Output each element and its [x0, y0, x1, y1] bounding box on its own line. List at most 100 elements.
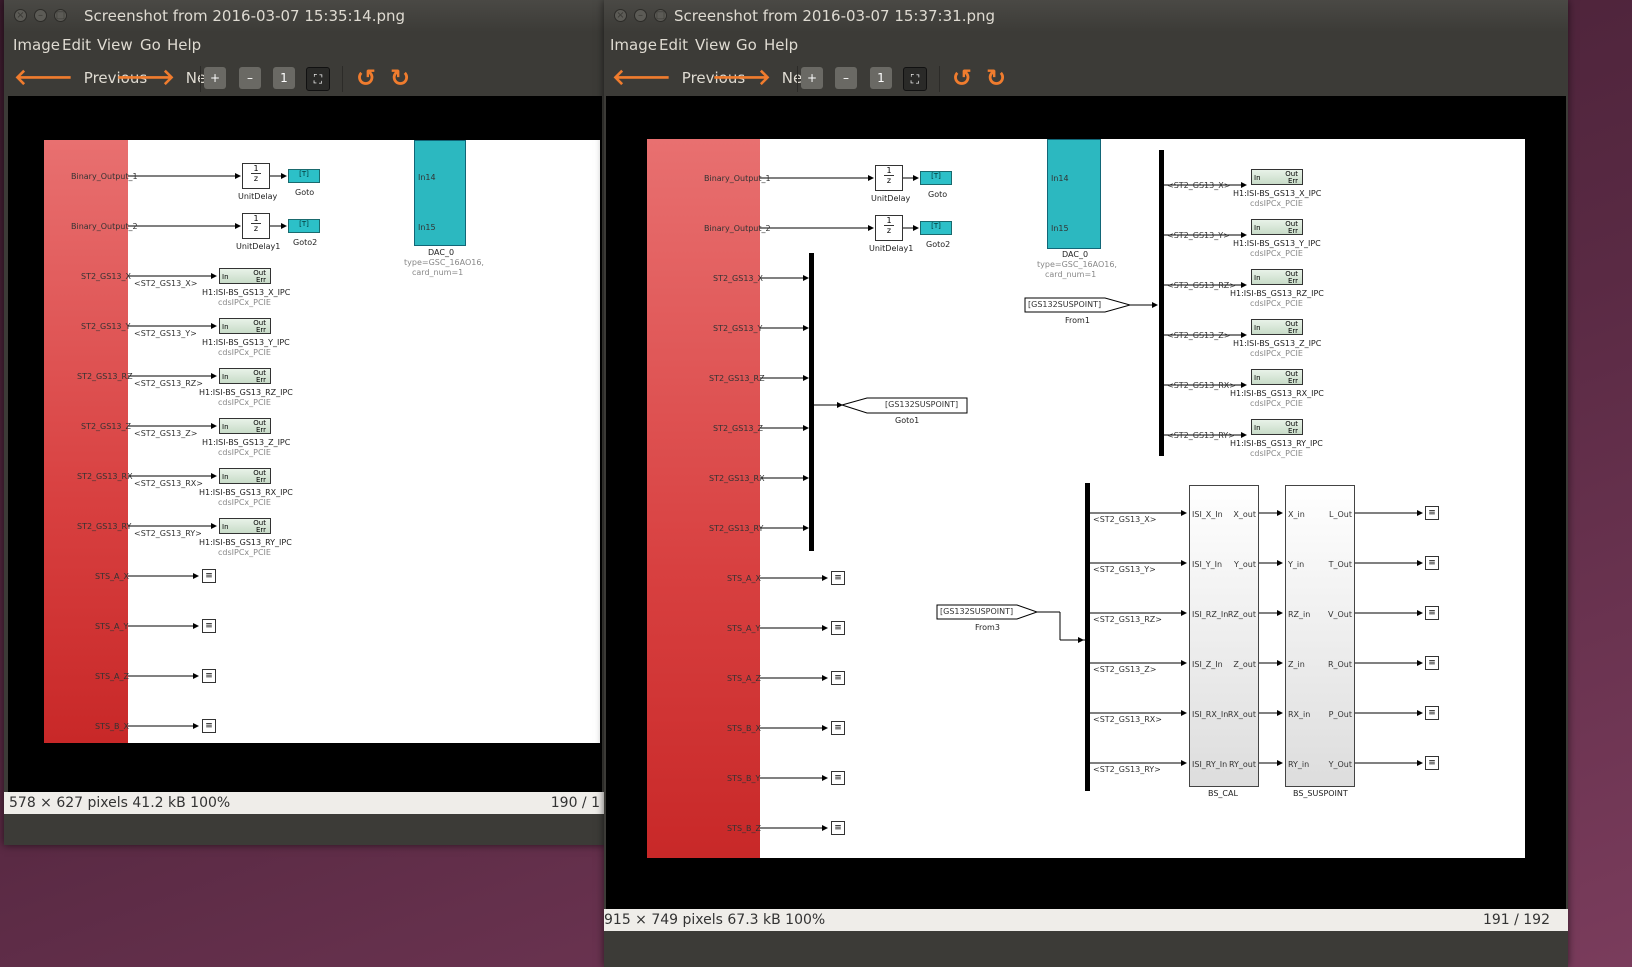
unit-delay-label: UnitDelay [238, 192, 278, 201]
ipc-type: cdsIPCx_PCIE [218, 298, 271, 307]
zoom-out-icon[interactable]: – [835, 67, 857, 89]
menu-go[interactable]: Go [140, 36, 161, 54]
port-label: Y_in [1288, 560, 1305, 569]
ipc-err: Err [255, 476, 266, 484]
unit-delay-block: 1 z [242, 163, 270, 189]
separator [797, 66, 798, 92]
maximize-window-icon[interactable]: □ [654, 9, 667, 22]
menu-view[interactable]: View [695, 36, 731, 54]
bs-suspoint-label: BS_SUSPOINT [1293, 789, 1348, 798]
next-button[interactable]: 🡒 Next [712, 64, 817, 92]
goto-label: Goto2 [293, 238, 318, 247]
ipc-name: H1:ISI-BS_GS13_X_IPC [202, 288, 291, 297]
input-label: ST2_GS13_RY [77, 522, 132, 531]
toolbar: 🡐 Previous 🡒 Next + – 1 ⛶ ↺ ↻ [604, 60, 1568, 96]
arrow-left-icon: 🡐 [612, 65, 671, 91]
input-label: Binary_Output_1 [71, 172, 138, 181]
rotate-right-icon[interactable]: ↻ [986, 64, 1007, 92]
best-fit-icon[interactable]: ⛶ [903, 67, 927, 91]
input-label: ST2_GS13_RX [77, 472, 133, 481]
terminator-block: ≡ [831, 571, 845, 585]
unit-delay-den: z [886, 176, 892, 185]
window-title: Screenshot from 2016-03-07 15:37:31.png [674, 7, 996, 25]
ipc-err: Err [1287, 277, 1298, 285]
best-fit-icon[interactable]: ⛶ [306, 67, 330, 91]
close-window-icon[interactable]: × [614, 9, 627, 22]
zoom-in-icon[interactable]: + [204, 67, 226, 89]
unit-delay-block: 1 z [875, 165, 903, 191]
unit-delay-num: 1 [886, 166, 892, 175]
ipc-type: cdsIPCx_PCIE [1250, 449, 1303, 458]
menu-view[interactable]: View [97, 36, 133, 54]
ipc-name: H1:ISI-BS_GS13_RZ_IPC [199, 388, 293, 397]
dac-port-label: In14 [418, 173, 436, 182]
minimize-window-icon[interactable]: – [634, 9, 647, 22]
input-label: ST2_GS13_X [81, 272, 131, 281]
simulink-diagram: Binary_Output_1 Binary_Output_2 ST2_GS13… [44, 140, 600, 743]
arrow-right-icon: 🡒 [712, 65, 771, 91]
ipc-in: In [222, 323, 229, 331]
input-label: STS_B_Y [727, 774, 761, 783]
previous-button[interactable]: 🡐 Previous [612, 64, 745, 92]
normal-size-icon[interactable]: 1 [870, 67, 892, 89]
zoom-in-icon[interactable]: + [801, 67, 823, 89]
ipc-out: Out [1285, 220, 1298, 228]
image-viewer-window-1: × – □ Screenshot from 2016-03-07 15:35:1… [4, 0, 606, 845]
rotate-left-icon[interactable]: ↺ [952, 64, 973, 92]
signal-label: <ST2_GS13_Z> [1167, 331, 1231, 340]
separator [200, 66, 201, 92]
unit-delay-label: UnitDelay [871, 194, 911, 203]
divider [251, 223, 261, 224]
previous-button[interactable]: 🡐 Previous [14, 64, 147, 92]
terminator-block: ≡ [831, 721, 845, 735]
menu-image[interactable]: Image [13, 36, 60, 54]
menu-edit[interactable]: Edit [62, 36, 92, 54]
goto-block: [T] [288, 169, 320, 183]
close-window-icon[interactable]: × [14, 9, 27, 22]
menu-edit[interactable]: Edit [659, 36, 689, 54]
from3-label: From3 [975, 623, 1000, 632]
unit-delay-den: z [253, 174, 259, 183]
ipc-type: cdsIPCx_PCIE [1250, 249, 1303, 258]
separator [939, 66, 940, 92]
unit-delay-den: z [253, 224, 259, 233]
unit-delay-den: z [886, 226, 892, 235]
terminator-block: ≡ [831, 771, 845, 785]
separator [342, 66, 343, 92]
zoom-out-icon[interactable]: – [239, 67, 261, 89]
menu-help[interactable]: Help [167, 36, 202, 54]
signal-label: <ST2_GS13_RZ> [1167, 281, 1236, 290]
rotate-right-icon[interactable]: ↻ [390, 64, 411, 92]
dac-type: type=GSC_16AO16, [1037, 260, 1117, 269]
minimize-window-icon[interactable]: – [34, 9, 47, 22]
bus-selector [1159, 150, 1164, 456]
menu-bar: Image Edit View Go Help [4, 32, 606, 60]
terminator-block: ≡ [202, 719, 216, 733]
input-ports-block [647, 139, 760, 858]
menu-help[interactable]: Help [764, 36, 799, 54]
input-label: STS_A_X [727, 574, 761, 583]
bus-selector [809, 253, 814, 551]
ipc-name: H1:ISI-BS_GS13_Z_IPC [202, 438, 291, 447]
maximize-window-icon[interactable]: □ [54, 9, 67, 22]
menu-image[interactable]: Image [610, 36, 657, 54]
input-label: Binary_Output_1 [704, 174, 771, 183]
status-bar: 578 × 627 pixels 41.2 kB 100% 190 / 1 [4, 792, 606, 814]
port-label: R_Out [1327, 660, 1352, 669]
input-label: ST2_GS13_Y [81, 322, 131, 331]
unit-delay-num: 1 [253, 164, 259, 173]
rotate-left-icon[interactable]: ↺ [356, 64, 377, 92]
port-label: L_Out [1329, 510, 1352, 519]
signal-label: <ST2_GS13_RY> [134, 529, 202, 538]
normal-size-icon[interactable]: 1 [273, 67, 295, 89]
dac-block [414, 140, 466, 246]
port-label: ISI_Z_In [1192, 660, 1223, 669]
input-label: STS_B_X [727, 724, 762, 733]
menu-go[interactable]: Go [736, 36, 757, 54]
image-view: Binary_Output_1 Binary_Output_2 ST2_GS13… [606, 96, 1566, 909]
